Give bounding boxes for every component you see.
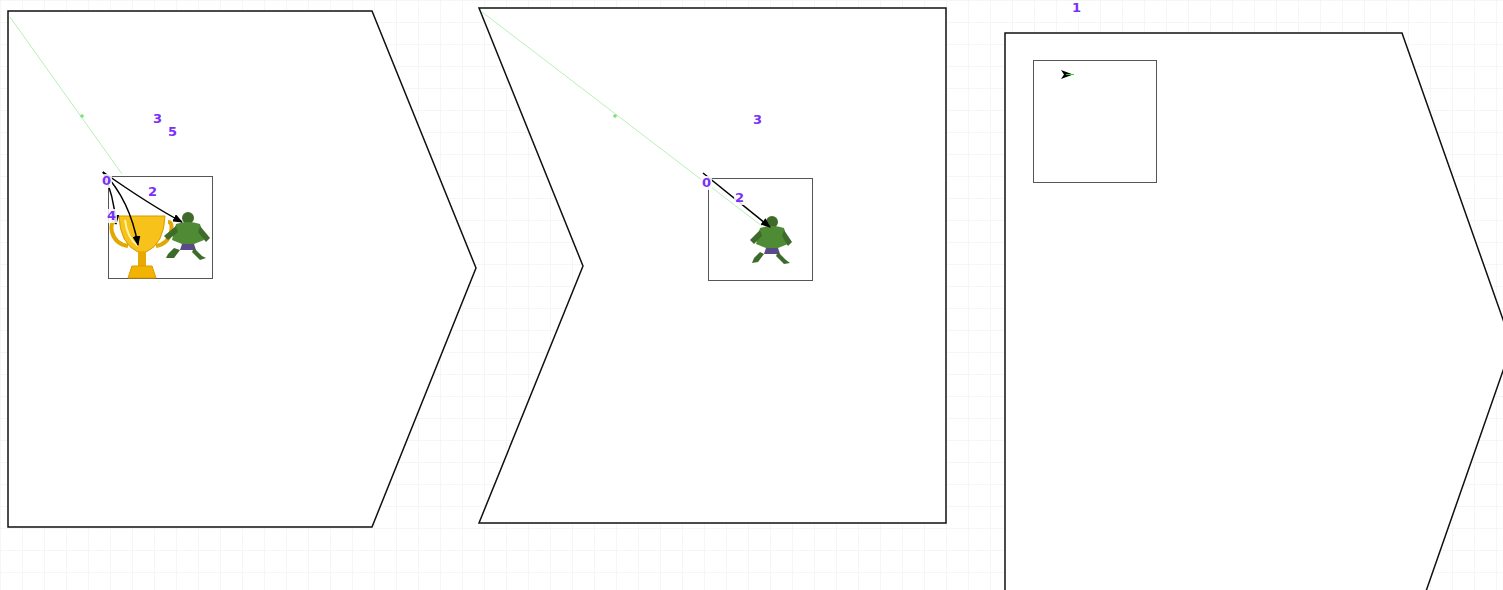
chevron-shape xyxy=(8,11,476,527)
guide-dot xyxy=(613,114,617,118)
guide-dot xyxy=(80,114,84,118)
callout-number: 1 xyxy=(1071,1,1082,15)
callout-number: 3 xyxy=(152,112,163,126)
chevron-shape xyxy=(479,8,946,523)
trophy-icon xyxy=(111,216,171,278)
callout-number: 2 xyxy=(734,191,745,205)
callout-number: 4 xyxy=(106,209,117,223)
callout-number: 5 xyxy=(167,125,178,139)
cursor-tail xyxy=(1066,74,1074,75)
callout-number: 2 xyxy=(147,185,158,199)
pointer-arrow xyxy=(703,173,770,227)
callout-number: 3 xyxy=(752,113,763,127)
hulk-figure xyxy=(164,212,210,260)
guide-line xyxy=(10,17,122,174)
cursor-arrow xyxy=(1061,70,1073,79)
hulk-figure xyxy=(750,216,792,264)
pointer-arrow xyxy=(103,172,182,222)
guide-line xyxy=(482,12,762,226)
callout-number: 0 xyxy=(101,174,112,188)
frame-box xyxy=(1034,61,1157,183)
frame-box xyxy=(109,177,213,279)
frame-box xyxy=(709,179,813,281)
callout-number: 0 xyxy=(701,176,712,190)
chevron-shape xyxy=(1005,33,1503,590)
